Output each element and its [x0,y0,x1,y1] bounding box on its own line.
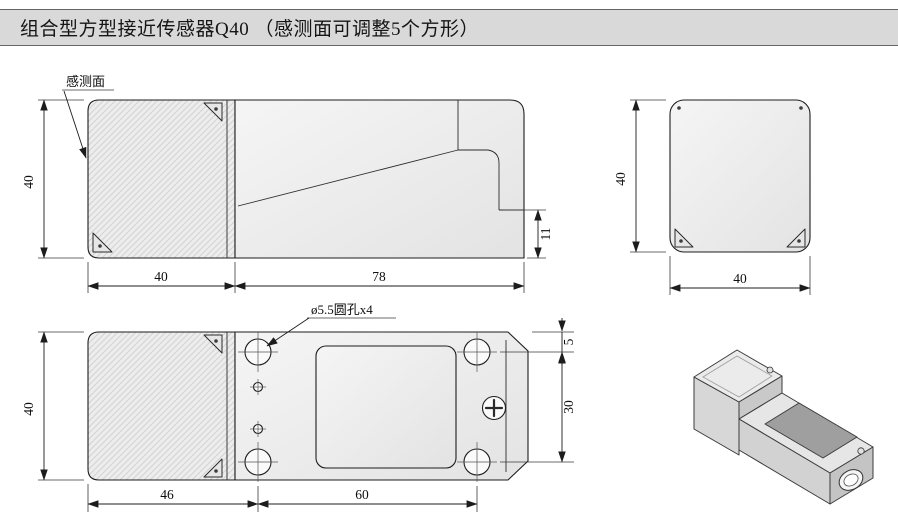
clip-dot [98,244,102,248]
iso-screw [766,366,774,374]
dim-side-height: 40 [21,175,36,189]
side-view: 感测面 40 40 78 11 [21,74,553,293]
cover-plate [315,345,457,469]
clip-dot [679,239,683,243]
page-title: 组合型方型接近传感器Q40 （感测面可调整5个方形） [20,19,479,40]
dim-side-body-length: 78 [372,269,386,284]
dim-side-step-height: 11 [538,228,553,241]
leader-arrow [63,90,87,159]
dim-top-hole-spacing-h: 60 [355,487,369,502]
front-view: 40 40 [613,99,811,295]
clip-dot [214,339,218,343]
hole-note-label: ø5.5圆孔x4 [311,302,373,317]
sensor-head-outline [87,99,236,259]
header-bar: 组合型方型接近传感器Q40 （感测面可调整5个方形） [0,9,898,46]
clip-dot [797,239,801,243]
sensing-face-label: 感测面 [66,74,105,89]
iso-end-hole-inner [843,473,859,487]
corner-dot [677,106,681,110]
dim-front-height: 40 [613,172,628,186]
corner-clip [786,228,806,248]
dim-top-hole-offset: 5 [561,338,576,345]
body-internal-corner [458,149,500,210]
iso-head-inset [702,355,773,398]
leader-arrow [266,317,310,347]
clip-dot [214,107,218,111]
clip-dot [214,469,218,473]
corner-clip [674,228,694,248]
corner-clip [203,102,223,122]
corner-dot [799,106,803,110]
front-face-outline [669,99,811,253]
dim-top-edge-to-hole: 46 [160,487,174,502]
dim-front-width: 40 [733,271,747,286]
iso-screw [857,447,865,455]
sensor-head-outline [87,331,236,481]
corner-clip [203,334,223,354]
top-view: ø5.5圆孔x4 40 5 30 46 60 [21,302,576,512]
corner-clip [203,458,223,478]
dim-side-head-length: 40 [154,269,168,284]
iso-label-plate [764,402,858,459]
dim-top-width: 40 [21,402,36,416]
dim-top-hole-spacing-v: 30 [561,400,576,414]
iso-view [693,349,874,505]
sensor-body-outline [234,99,525,259]
corner-clip [92,232,113,253]
body-internal-diagonal [237,149,459,207]
